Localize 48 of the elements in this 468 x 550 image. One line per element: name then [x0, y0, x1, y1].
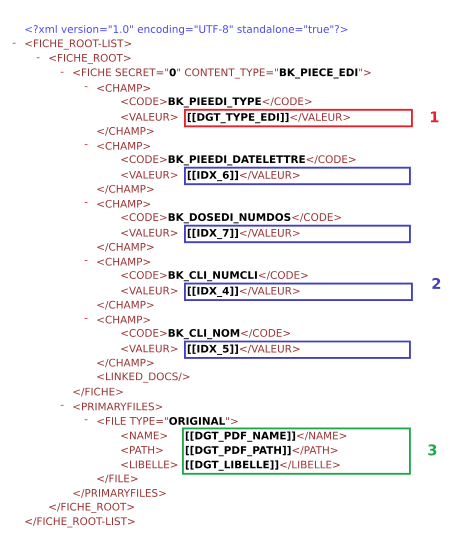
- collapse-marker: -: [84, 86, 88, 88]
- collapse-marker: -: [60, 404, 64, 406]
- highlight-box: [[IDX_7]]</VALEUR>: [184, 224, 411, 244]
- code-line: </CHAMP>: [97, 127, 154, 136]
- code-line: </CHAMP>: [97, 242, 154, 252]
- code-line: </CHAMP>: [97, 300, 154, 310]
- collapse-marker: -: [84, 144, 88, 146]
- callout-number: 3: [428, 444, 436, 456]
- highlight-box: [[DGT_PDF_NAME]]</NAME> [[DGT_PDF_PATH]]</PATH> [[DGT_LIBELLE]]</LIBELLE>: [182, 427, 411, 475]
- code-line: </FICHE_ROOT>: [49, 502, 134, 513]
- code-line: </FICHE>: [73, 388, 123, 396]
- collapse-marker: -: [12, 42, 16, 44]
- callout-number: 2: [432, 278, 440, 289]
- collapse-marker: -: [84, 202, 88, 203]
- highlight-box: [[IDX_4]]</VALEUR>: [184, 282, 413, 301]
- code-line: <CHAMP>: [97, 84, 150, 92]
- collapse-marker: -: [84, 318, 88, 319]
- code-line: <FILE TYPE="ORIGINAL">: [97, 417, 238, 425]
- code-line: <PATH>: [121, 446, 163, 454]
- code-line: <FICHE_ROOT>: [49, 54, 130, 64]
- code-line: <CHAMP>: [97, 142, 150, 150]
- code-line: <CODE>BK_CLI_NOM</CODE>: [121, 329, 290, 340]
- code-line: </FILE>: [97, 474, 138, 484]
- code-line: <CODE>BK_PIEEDI_DATELETTRE</CODE>: [121, 155, 356, 166]
- code-line: <CODE>BK_CLI_NUMCLI</CODE>: [121, 271, 308, 282]
- code-line: </PRIMARYFILES>: [73, 489, 166, 498]
- collapse-marker: -: [36, 57, 40, 58]
- code-line: <LINKED_DOCS/>: [97, 372, 190, 383]
- code-line: <CHAMP>: [97, 316, 150, 324]
- code-line: <?xml version="1.0" encoding="UTF-8" standalone="true"?>: [25, 24, 348, 36]
- code-line: <PRIMARYFILES>: [73, 402, 162, 410]
- code-line: <NAME>: [121, 432, 168, 440]
- code-line: </FICHE_ROOT-LIST>: [25, 517, 135, 528]
- collapse-marker: -: [84, 260, 88, 261]
- code-line: <FICHE SECRET="0" CONTENT_TYPE="BK_PIECE_EDI">: [73, 68, 371, 79]
- code-line: <CHAMP>: [97, 258, 150, 266]
- code-line: <CHAMP>: [97, 200, 150, 208]
- code-line: <CODE>BK_DOSEDI_NUMDOS</CODE>: [121, 213, 341, 224]
- collapse-marker: -: [60, 72, 64, 73]
- code-line: </CHAMP>: [97, 358, 154, 368]
- highlight-box: [[IDX_6]]</VALEUR>: [184, 166, 411, 186]
- collapse-marker: -: [84, 419, 88, 420]
- highlight-box: [[IDX_5]]</VALEUR>: [184, 340, 411, 359]
- code-line: <FICHE_ROOT-LIST>: [25, 39, 132, 50]
- code-line: </CHAMP>: [97, 184, 154, 194]
- highlight-box: [[DGT_TYPE_EDI]]</VALEUR>: [184, 108, 413, 128]
- code-line: <CODE>BK_PIEEDI_TYPE</CODE>: [121, 97, 312, 108]
- callout-number: 1: [430, 112, 438, 122]
